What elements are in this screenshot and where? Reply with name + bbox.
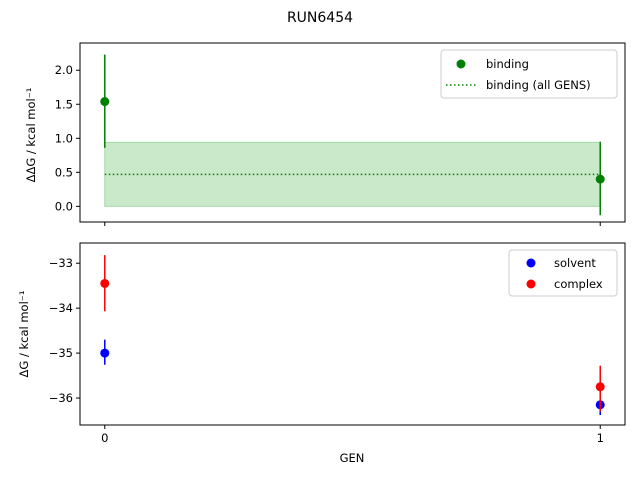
binding-legend-label: binding [486, 57, 529, 71]
binding-all-gens-legend-label: binding (all GENS) [486, 78, 591, 92]
y-tick-label: −36 [49, 391, 73, 405]
free-energy-panel: −33 −34 −35 −36 0 1 ΔG / kcal mol⁻¹ GEN solve… [17, 242, 626, 465]
y-tick-label: 0.5 [55, 165, 73, 179]
x-tick-label: 1 [597, 431, 604, 445]
binding-legend-marker [456, 59, 466, 69]
y-tick-label: −35 [49, 346, 73, 360]
complex-legend-marker [526, 279, 536, 289]
x-tick-label: 0 [101, 431, 108, 445]
solvent-legend-label: solvent [554, 256, 596, 270]
y-tick-label: 2.0 [55, 63, 73, 77]
figure-title: RUN6454 [287, 10, 353, 26]
y-tick-label: −33 [49, 256, 73, 270]
free-energy-legend-box [508, 249, 618, 297]
binding-panel-frame [79, 42, 626, 223]
y-tick-label: 1.5 [55, 97, 73, 111]
solvent-legend-marker [526, 258, 536, 268]
binding-panel: 0.0 0.5 1.0 1.5 2.0 ΔΔG / kcal mol⁻¹ binding… [24, 42, 626, 226]
free-energy-legend: solvent complex [508, 249, 618, 297]
binding-legend: binding binding (all GENS) [440, 49, 618, 99]
free-energy-panel-frame [79, 242, 626, 426]
binding-point [595, 174, 605, 184]
complex-point [595, 382, 605, 392]
free-energy-xlabel: GEN [340, 451, 365, 465]
complex-legend-label: complex [554, 277, 603, 291]
y-tick-label: 1.0 [55, 131, 73, 145]
y-tick-label: 0.0 [55, 199, 73, 213]
free-energy-ylabel: ΔG / kcal mol⁻¹ [17, 291, 31, 378]
binding-point [100, 97, 110, 107]
binding-ylabel: ΔΔG / kcal mol⁻¹ [24, 88, 38, 183]
binding-legend-box [440, 49, 618, 99]
solvent-point [100, 348, 110, 358]
complex-point [100, 278, 110, 288]
y-tick-label: −34 [49, 301, 73, 315]
